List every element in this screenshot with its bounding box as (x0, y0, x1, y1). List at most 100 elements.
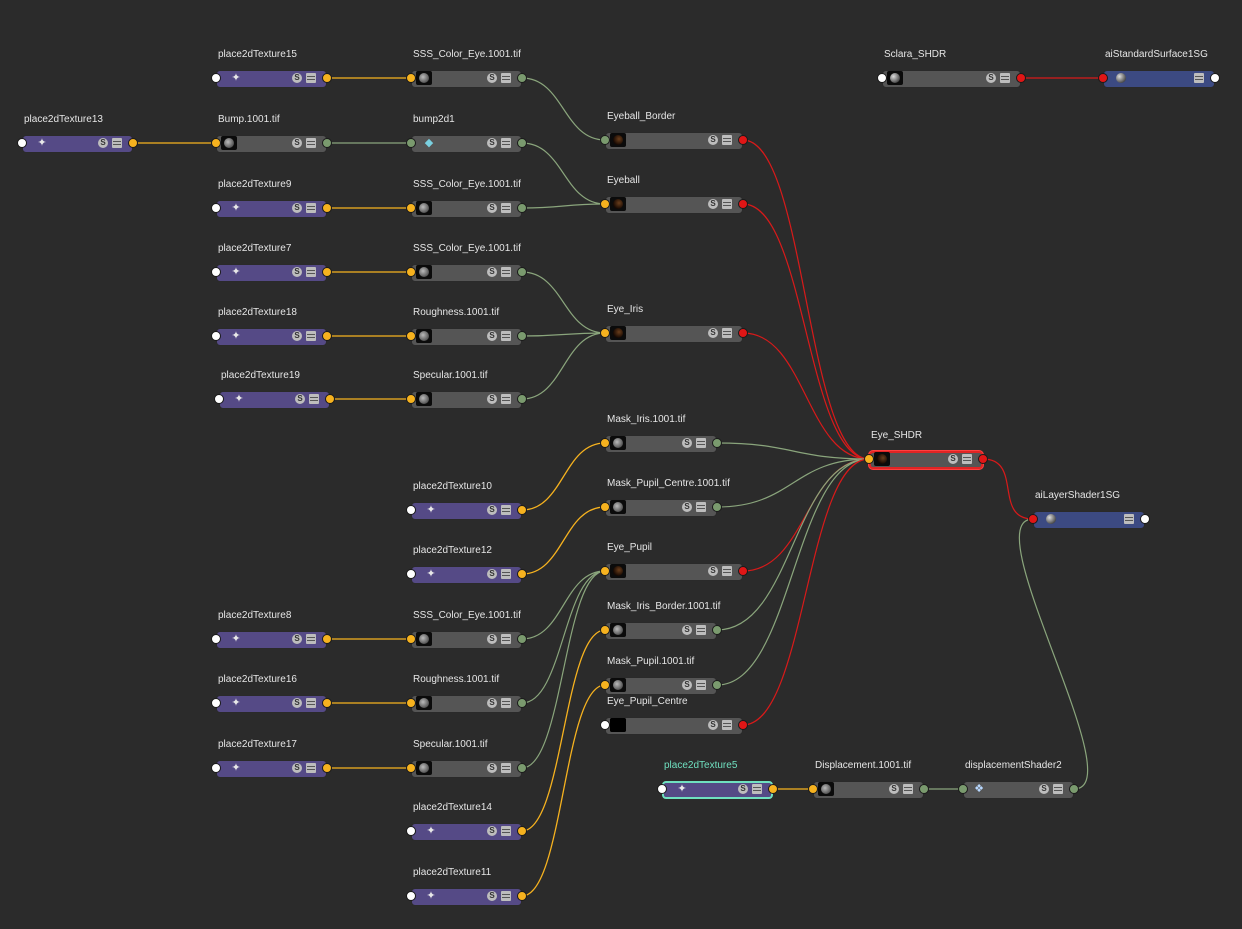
attribute-list-icon[interactable] (501, 267, 511, 277)
attribute-list-icon[interactable] (501, 203, 511, 213)
output-port[interactable] (322, 73, 332, 83)
attribute-list-icon[interactable] (501, 634, 511, 644)
swatch-toggle-button[interactable]: S (292, 763, 302, 773)
output-port[interactable] (1140, 514, 1150, 524)
node-place[interactable]: place2dTexture11✦S (406, 867, 527, 906)
attribute-list-icon[interactable] (696, 680, 706, 690)
output-port[interactable] (322, 698, 332, 708)
attribute-list-icon[interactable] (501, 73, 511, 83)
input-port[interactable] (406, 394, 416, 404)
node-place[interactable]: place2dTexture5✦S (657, 760, 778, 799)
node-disp[interactable]: displacementShader2❖S (958, 760, 1079, 799)
connection-wire[interactable] (521, 684, 606, 897)
swatch-toggle-button[interactable]: S (889, 784, 899, 794)
output-port[interactable] (322, 138, 332, 148)
input-port[interactable] (406, 505, 416, 515)
attribute-list-icon[interactable] (1194, 73, 1204, 83)
swatch-toggle-button[interactable]: S (986, 73, 996, 83)
node-place[interactable]: place2dTexture18✦S (211, 307, 332, 346)
node-place[interactable]: place2dTexture19✦S (214, 370, 335, 409)
attribute-list-icon[interactable] (501, 394, 511, 404)
connection-wire[interactable] (521, 570, 606, 704)
output-port[interactable] (517, 569, 527, 579)
input-port[interactable] (600, 720, 610, 730)
output-port[interactable] (712, 680, 722, 690)
input-port[interactable] (1028, 514, 1038, 524)
swatch-toggle-button[interactable]: S (292, 203, 302, 213)
node-place[interactable]: place2dTexture12✦S (406, 545, 527, 584)
connection-wire[interactable] (521, 629, 606, 832)
attribute-list-icon[interactable] (1053, 784, 1063, 794)
input-port[interactable] (406, 267, 416, 277)
node-place[interactable]: place2dTexture16✦S (211, 674, 332, 713)
input-port[interactable] (211, 698, 221, 708)
output-port[interactable] (1016, 73, 1026, 83)
attribute-list-icon[interactable] (306, 267, 316, 277)
swatch-toggle-button[interactable]: S (487, 394, 497, 404)
connection-wire[interactable] (521, 332, 606, 400)
attribute-list-icon[interactable] (722, 328, 732, 338)
connection-wire[interactable] (982, 458, 1034, 520)
swatch-toggle-button[interactable]: S (1039, 784, 1049, 794)
output-port[interactable] (322, 634, 332, 644)
input-port[interactable] (17, 138, 27, 148)
swatch-toggle-button[interactable]: S (487, 331, 497, 341)
output-port[interactable] (768, 784, 778, 794)
attribute-list-icon[interactable] (722, 566, 732, 576)
swatch-toggle-button[interactable]: S (487, 891, 497, 901)
node-place[interactable]: place2dTexture17✦S (211, 739, 332, 778)
output-port[interactable] (712, 625, 722, 635)
output-port[interactable] (738, 566, 748, 576)
swatch-toggle-button[interactable]: S (487, 698, 497, 708)
node-bump[interactable]: bump2d1◆S (406, 114, 527, 153)
output-port[interactable] (517, 826, 527, 836)
input-port[interactable] (1098, 73, 1108, 83)
output-port[interactable] (712, 438, 722, 448)
input-port[interactable] (406, 569, 416, 579)
connection-wire[interactable] (742, 332, 870, 460)
output-port[interactable] (517, 505, 527, 515)
attribute-list-icon[interactable] (696, 438, 706, 448)
input-port[interactable] (864, 454, 874, 464)
output-port[interactable] (325, 394, 335, 404)
attribute-list-icon[interactable] (501, 331, 511, 341)
attribute-list-icon[interactable] (722, 135, 732, 145)
attribute-list-icon[interactable] (112, 138, 122, 148)
node-sg[interactable]: aiStandardSurface1SG (1098, 49, 1220, 88)
swatch-toggle-button[interactable]: S (292, 698, 302, 708)
attribute-list-icon[interactable] (306, 634, 316, 644)
output-port[interactable] (322, 203, 332, 213)
node-place[interactable]: place2dTexture8✦S (211, 610, 332, 649)
output-port[interactable] (517, 394, 527, 404)
swatch-toggle-button[interactable]: S (948, 454, 958, 464)
attribute-list-icon[interactable] (722, 199, 732, 209)
input-port[interactable] (211, 73, 221, 83)
connection-wire[interactable] (521, 203, 606, 209)
input-port[interactable] (600, 566, 610, 576)
swatch-toggle-button[interactable]: S (487, 267, 497, 277)
input-port[interactable] (211, 138, 221, 148)
attribute-list-icon[interactable] (501, 505, 511, 515)
swatch-toggle-button[interactable]: S (487, 826, 497, 836)
swatch-toggle-button[interactable]: S (708, 199, 718, 209)
output-port[interactable] (517, 138, 527, 148)
input-port[interactable] (600, 625, 610, 635)
output-port[interactable] (517, 634, 527, 644)
attribute-list-icon[interactable] (501, 826, 511, 836)
output-port[interactable] (517, 73, 527, 83)
attribute-list-icon[interactable] (501, 763, 511, 773)
swatch-toggle-button[interactable]: S (292, 138, 302, 148)
swatch-toggle-button[interactable]: S (708, 566, 718, 576)
swatch-toggle-button[interactable]: S (98, 138, 108, 148)
swatch-toggle-button[interactable]: S (487, 569, 497, 579)
